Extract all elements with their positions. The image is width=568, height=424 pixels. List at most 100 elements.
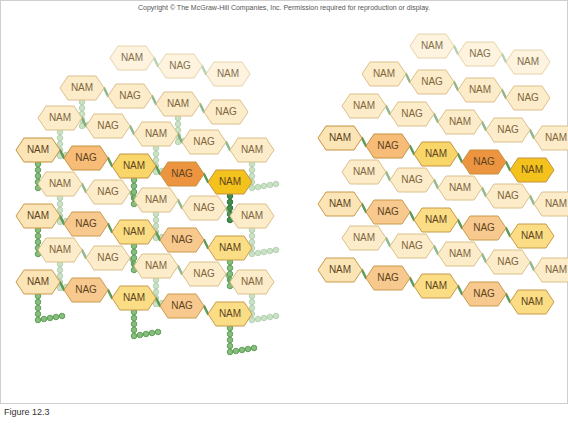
glycosidic-bond [130,192,134,200]
glycosidic-bond [530,262,534,270]
glycosidic-bond [156,298,160,306]
sugar-name: NAM [517,56,539,68]
glycosidic-bond [458,286,462,294]
amino-acid-bead [175,121,181,127]
amino-acid-bead [233,348,239,354]
glycosidic-bond [130,126,134,134]
sugar-name: NAM [27,210,49,222]
sugar-hexagon: NAG [64,278,108,302]
hexagon-shape [510,224,554,248]
sugar-name: NAM [329,198,351,210]
sugar-hexagon: NAM [318,126,362,150]
glycosidic-bond [482,122,486,130]
amino-acid-bead [35,317,41,323]
glycosidic-bond [152,96,156,104]
amino-acid-bead [227,199,233,205]
sugar-name: NAG [377,206,399,218]
sugar-hexagon: NAM [534,258,568,282]
hexagon-shape [510,290,554,314]
hexagon-shape [108,84,152,108]
amino-acid-bead [131,333,137,339]
sugar-name: NAM [373,68,395,80]
sugar-name: NAM [469,84,491,96]
sugar-hexagon: NAM [110,46,154,70]
sugar-name: NAM [449,182,471,194]
glycosidic-bond [506,294,510,302]
amino-acid-bead [249,233,255,239]
amino-acid-bead [143,331,149,337]
hexagon-shape [534,192,568,216]
sugar-hexagon: NAG [366,200,410,224]
amino-acid-bead [35,311,41,317]
sugar-name: NAG [171,300,193,312]
hexagon-shape [134,122,178,146]
amino-acid-bead [57,267,63,273]
hexagon-shape [16,270,60,294]
glycosidic-bond [362,204,366,212]
sugar-name: NAM [425,214,447,226]
figure-caption: Figure 12.3 [4,407,50,417]
sugar-name: NAM [353,232,375,244]
sugar-name: NAG [171,234,193,246]
glycosidic-bond [104,88,108,96]
hexagon-shape [112,286,156,310]
sugar-name: NAG [377,272,399,284]
sugar-name: NAG [97,252,119,264]
glycosidic-bond [178,266,182,274]
hexagon-shape [390,102,434,126]
sugar-hexagon: NAM [342,94,386,118]
amino-acid-bead [131,315,137,321]
sugar-name: NAM [241,144,263,156]
hexagon-shape [318,126,362,150]
hexagon-shape [64,212,108,236]
sugar-name: NAM [121,52,143,64]
sugar-name: NAM [521,296,543,308]
glycosidic-bond [226,142,230,150]
frame-border [1,1,568,404]
hexagon-shape [462,282,506,306]
glycosidic-bond [82,184,86,192]
sugar-name: NAG [215,106,237,118]
hexagon-shape [38,172,82,196]
glycosidic-bond [204,174,208,182]
sugar-name: NAG [75,152,97,164]
hexagon-shape [182,196,226,220]
amino-acid-bead [261,183,267,189]
sugar-hexagon: NAG [458,42,502,66]
hexagon-shape [486,184,530,208]
amino-acid-bead [35,305,41,311]
hexagon-shape [366,266,410,290]
amino-acid-bead [267,248,273,254]
glycosidic-bond [434,114,438,122]
hexagon-shape [38,238,82,262]
sugar-hexagon: NAM [156,92,200,116]
sugar-hexagon: NAG [390,102,434,126]
sugar-hexagon: NAM [414,142,458,166]
hexagon-shape [438,110,482,134]
sugar-hexagon: NAG [486,250,530,274]
amino-acid-bead [273,313,279,319]
glycosidic-bond [108,290,112,298]
amino-acid-bead [35,173,41,179]
sugar-hexagon: NAM [438,242,482,266]
glycosidic-bond [406,74,410,82]
amino-acid-bead [267,314,273,320]
hexagon-shape [208,302,252,326]
sugar-name: NAG [401,174,423,186]
glycosidic-bond [362,270,366,278]
amino-acid-bead [245,346,251,352]
glycosidic-bond [154,58,158,66]
sugar-name: NAM [241,210,263,222]
amino-acid-bead [47,315,53,321]
sugar-name: NAM [49,112,71,124]
sugar-hexagon: NAM [112,220,156,244]
sugar-hexagon: NAG [160,294,204,318]
sugar-hexagon: NAM [410,34,454,58]
sugar-name: NAG [473,156,495,168]
glycosidic-bond [530,196,534,204]
hexagon-shape [208,236,252,260]
hexagon-shape [158,54,202,78]
sugar-name: NAM [27,144,49,156]
glycosidic-bond [482,188,486,196]
amino-acid-bead [153,157,159,163]
